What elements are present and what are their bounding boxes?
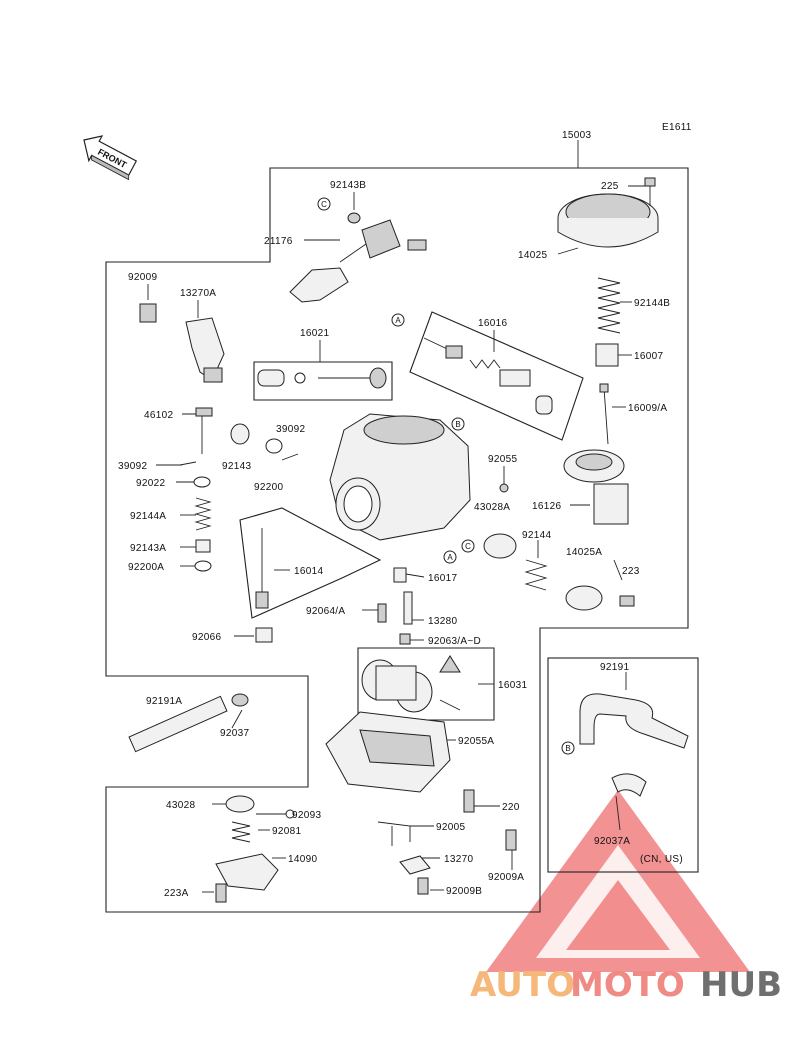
callout-b-top-label: B [455,420,460,429]
part-label: 16126 [532,501,561,512]
part-label: 92063/A~D [428,636,481,647]
part-label: 223A [164,888,189,899]
cn-us-box [547,657,699,873]
part-label: 39092 [276,424,305,435]
part-label: 16016 [478,318,507,329]
part-label: 92093 [292,810,321,821]
part-label: 13270 [444,854,473,865]
part-label: 13280 [428,616,457,627]
callout-a-top-label: A [395,316,401,325]
callout-c-mid [461,539,475,553]
part-label: 92009 [128,272,157,283]
callout-a-mid [443,550,457,564]
callout-a-mid-label: A [447,553,453,562]
watermark-auto: AUTO [470,965,575,1005]
callout-circles: C A B C A B [317,197,575,755]
part-label: 92191 [600,662,629,673]
part-label: 92037 [220,728,249,739]
diagram-code: E1611 [662,122,692,133]
part-label: 92143A [130,543,166,554]
part-label: 14090 [288,854,317,865]
part-label: 92009A [488,872,524,883]
parts-drawings [128,177,689,903]
callout-c-top [317,197,331,211]
callout-b-bottom [561,741,575,755]
part-label: 13270A [180,288,216,299]
part-label: 92191A [146,696,182,707]
part-label: 92200A [128,562,164,573]
part-label: 92009B [446,886,482,897]
watermark-text: AUTO MOTO HUB [470,965,782,1005]
part-label: 14025 [518,250,547,261]
part-label: 16021 [300,328,329,339]
part-label: 92143 [222,461,251,472]
region-note: (CN, US) [640,854,683,865]
part-label: 16007 [634,351,663,362]
part-label: 223 [622,566,640,577]
part-label: 92022 [136,478,165,489]
part-label: 46102 [144,410,173,421]
main-assembly-frame [105,167,689,913]
callout-a-top [391,313,405,327]
part-label: 92144B [634,298,670,309]
part-label: 21176 [264,236,293,247]
part-label: 92144A [130,511,166,522]
part-label: 16014 [294,566,323,577]
part-label: 92200 [254,482,283,493]
part-label: 16031 [498,680,527,691]
choke-box [253,361,393,401]
callout-c-mid-label: C [465,542,471,551]
part-label: 92066 [192,632,221,643]
needle-jet-box [239,507,382,619]
front-arrow-icon: FRONT [83,135,138,181]
callout-c-top-label: C [321,200,327,209]
part-label: 92143B [330,180,366,191]
part-label: 92055 [488,454,517,465]
part-label: 39092 [118,461,147,472]
part-label: 16017 [428,573,457,584]
part-label: 15003 [562,130,591,141]
part-label: 92064/A [306,606,345,617]
callout-b-top [451,417,465,431]
watermark-hub: HUB [700,965,782,1005]
part-label: 92037A [594,836,630,847]
part-label: 43028 [166,800,195,811]
watermark-moto: MOTO [570,965,685,1005]
part-labels: 15003 225 14025 92144B 16007 16009/A 161… [118,130,670,899]
part-label: 220 [502,802,520,813]
part-label: 92081 [272,826,301,837]
part-label: 92144 [522,530,551,541]
part-label: 92005 [436,822,465,833]
part-label: 16009/A [628,403,667,414]
jet-needle-box [409,311,584,441]
callout-b-bottom-label: B [565,744,570,753]
part-label: 14025A [566,547,602,558]
part-label: 43028A [474,502,510,513]
watermark-logo [486,790,750,972]
float-box [357,647,495,721]
part-label: 225 [601,181,619,192]
part-label: 92055A [458,736,494,747]
